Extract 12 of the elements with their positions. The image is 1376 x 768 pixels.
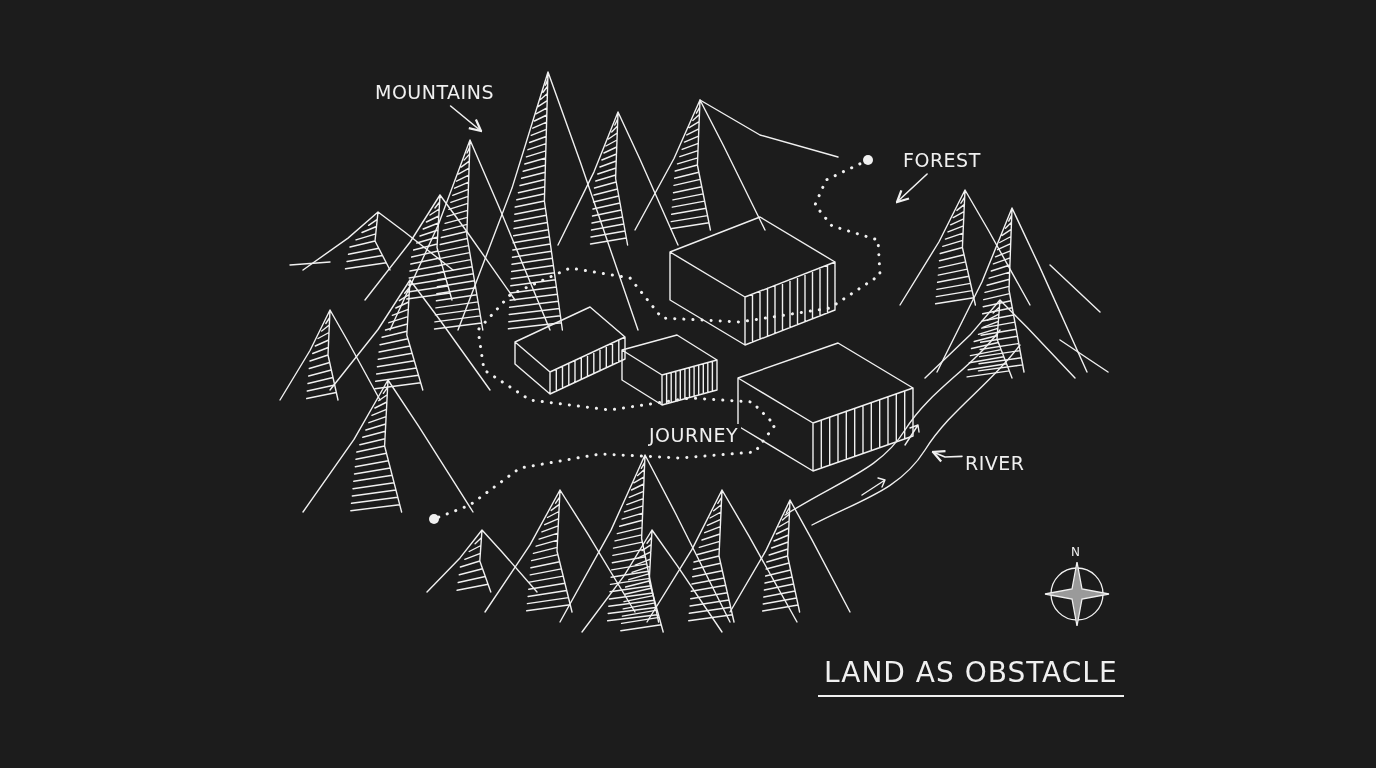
dotted-path <box>437 160 882 519</box>
leader-arrow <box>931 450 963 463</box>
leader-arrow <box>895 173 928 204</box>
callout-label: MOUNTAINS <box>375 81 494 103</box>
callout-label: RIVER <box>965 452 1025 474</box>
title: LAND AS OBSTACLE <box>818 656 1124 697</box>
start-end-dot <box>863 155 873 165</box>
start-end-dot <box>429 514 439 524</box>
callout-label: FOREST <box>903 149 981 171</box>
leader-arrow <box>449 105 483 133</box>
edge-label: JOURNEY <box>646 424 741 446</box>
compass-north-label: N <box>1071 545 1080 559</box>
